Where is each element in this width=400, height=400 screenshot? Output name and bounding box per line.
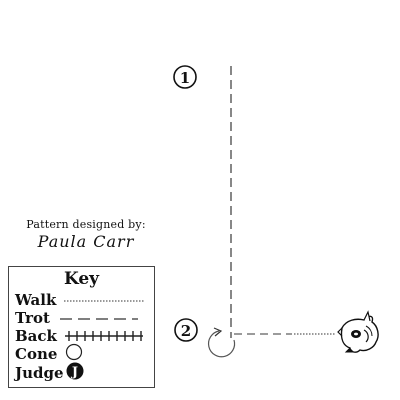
marker-2: 2: [174, 318, 198, 342]
pattern-author-name: Paula Carr: [37, 232, 135, 251]
marker-1: 1: [173, 65, 197, 89]
key-legend: Key Walk Trot Back: [8, 266, 155, 388]
pattern-credit-caption: Pattern designed by:: [26, 218, 146, 231]
key-item-trot: Trot: [15, 309, 140, 327]
hatched-line-icon: [63, 327, 147, 346]
marker-2-number: 2: [181, 322, 191, 340]
judge-j-icon: J: [65, 361, 85, 385]
key-item-label: Back: [15, 327, 57, 345]
dashed-line-icon: [56, 309, 140, 328]
key-item-back: Back: [15, 327, 147, 345]
turn-circle-path: [207, 330, 236, 358]
key-item-judge: Judge J: [15, 361, 85, 385]
turn-arrow-icon: [213, 327, 223, 337]
key-item-label: Walk: [15, 291, 57, 309]
key-item-walk: Walk: [15, 291, 146, 309]
key-item-label: Trot: [15, 309, 50, 327]
key-item-label: Judge: [15, 364, 64, 382]
dotted-line-icon: [62, 291, 146, 310]
svg-text:J: J: [70, 365, 77, 380]
key-item-label: Cone: [15, 345, 58, 363]
cone-circle-icon: [63, 343, 85, 365]
key-item-cone: Cone: [15, 343, 85, 365]
marker-1-number: 1: [180, 69, 190, 87]
key-title: Key: [63, 269, 100, 289]
horse-rider-icon: [337, 310, 379, 353]
